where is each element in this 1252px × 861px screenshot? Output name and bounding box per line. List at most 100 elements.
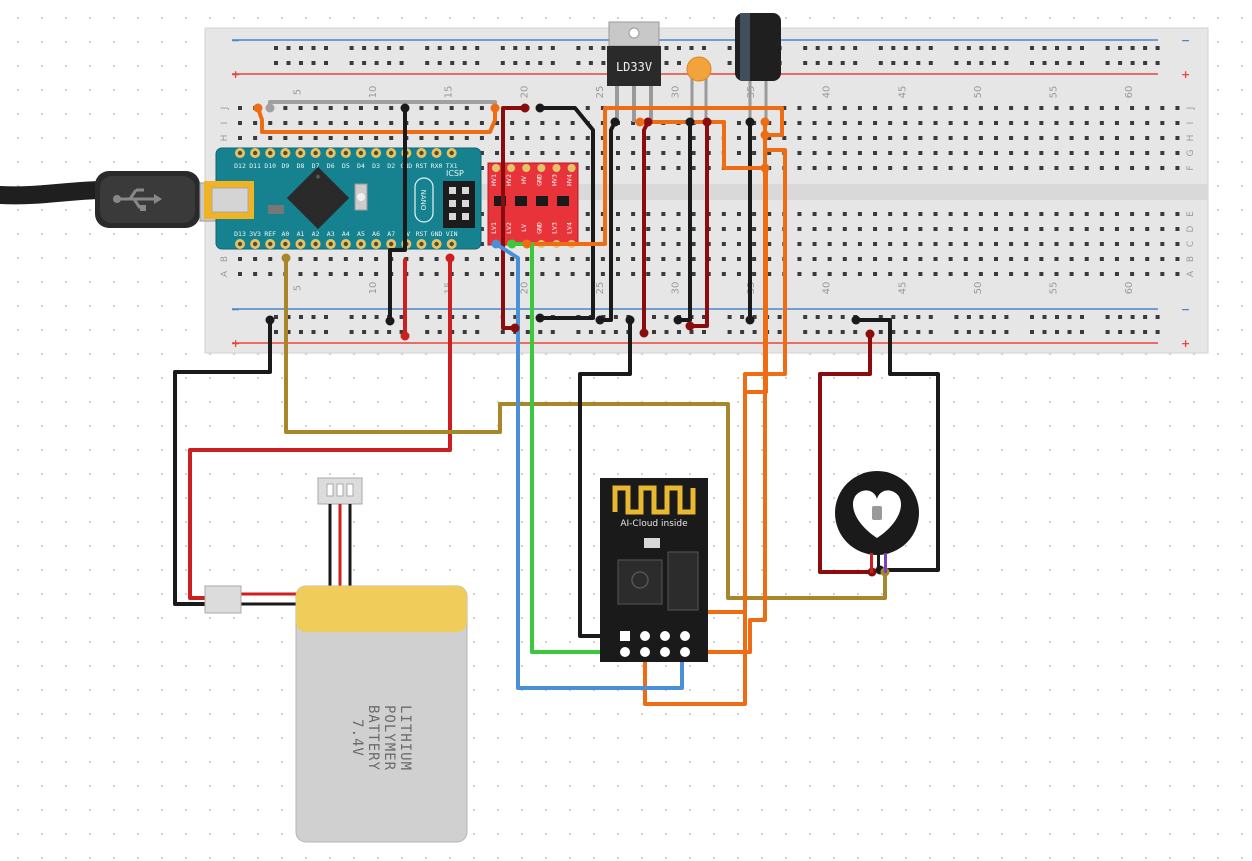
nano-pin-hole (252, 241, 258, 247)
rail-hole (979, 315, 984, 319)
breadboard-hole (933, 227, 938, 231)
breadboard-hole (978, 212, 983, 216)
nano-pin-hole (283, 241, 288, 247)
esp01-chip-logo (631, 571, 649, 589)
rail-hole (979, 330, 984, 334)
breadboard-hole (1054, 272, 1059, 276)
breadboard-hole (978, 242, 983, 246)
wire-darkred-hv (501, 106, 527, 330)
wire-end-dot (265, 103, 275, 113)
wire-end-dot (535, 313, 545, 323)
electrolytic-capacitor-stripe (740, 13, 750, 81)
rail-hole (1067, 315, 1072, 319)
breadboard-hole (782, 106, 787, 110)
rail-hole (525, 330, 530, 334)
wire-end-dot (745, 315, 755, 325)
breadboard-hole (827, 257, 832, 261)
breadboard-hole (1084, 212, 1089, 216)
breadboard-hole (857, 242, 862, 246)
rail-hole (1155, 61, 1160, 65)
wire-end-dot (685, 117, 695, 127)
breadboard-hole (238, 257, 242, 261)
breadboard-hole (661, 272, 666, 276)
wire-end-dot (673, 315, 683, 325)
wire-end-dot (400, 331, 410, 341)
breadboard-hole (525, 121, 530, 125)
breadboard-hole (253, 136, 258, 140)
breadboard-hole (676, 242, 681, 246)
breadboard-hole (343, 106, 348, 110)
row-letter: F (1186, 165, 1196, 170)
breadboard-hole (313, 106, 318, 110)
breadboard-hole (1130, 242, 1135, 246)
breadboard-hole (676, 212, 681, 216)
breadboard-hole (1160, 272, 1165, 276)
nano-top-pins (235, 148, 457, 158)
breadboard-hole (434, 106, 439, 110)
rail-hole (677, 330, 681, 334)
rail-hole (840, 61, 845, 65)
breadboard-hole (1130, 136, 1135, 140)
breadboard-hole (600, 227, 605, 231)
nano-pin-label: D10 (264, 162, 276, 170)
breadboard-hole (842, 212, 847, 216)
nano-pin-label: VIN (446, 230, 458, 238)
breadboard-hole (253, 257, 258, 261)
rail-hole (462, 46, 467, 50)
breadboard-hole (812, 272, 817, 276)
esp01-label: AI-Cloud inside (620, 519, 688, 529)
breadboard-hole (1160, 121, 1165, 125)
wire-end-dot (639, 328, 649, 338)
breadboard-hole (933, 106, 938, 110)
breadboard-hole (797, 257, 802, 261)
breadboard-hole (495, 257, 500, 261)
breadboard-hole (510, 121, 515, 125)
nano-pin-hole (328, 150, 333, 156)
breadboard-hole (918, 151, 923, 155)
ceramic-capacitor-body (686, 56, 712, 82)
breadboard-hole (1145, 151, 1150, 155)
breadboard-hole (631, 227, 636, 231)
wire-end-dot (702, 117, 712, 127)
breadboard-hole (691, 227, 696, 231)
breadboard-hole (797, 121, 802, 125)
rail-hole (1004, 61, 1009, 65)
breadboard-hole (585, 106, 590, 110)
rail-hole (425, 46, 430, 50)
breadboard-hole (721, 212, 726, 216)
breadboard-hole (661, 227, 666, 231)
nano-pin-label: A2 (312, 230, 320, 238)
breadboard-hole (994, 242, 998, 246)
breadboard-hole (358, 106, 363, 110)
nano-pin-label: D6 (327, 162, 335, 170)
breadboard-hole (1099, 272, 1104, 276)
esp01-crystal (644, 538, 660, 548)
breadboard-hole (540, 272, 545, 276)
breadboard-hole (661, 242, 666, 246)
breadboard-hole (736, 272, 741, 276)
nano-pin-hole (449, 241, 454, 247)
breadboard-hole (857, 227, 862, 231)
breadboard-hole (994, 136, 998, 140)
breadboard-hole (933, 272, 938, 276)
breadboard-hole (994, 272, 998, 276)
breadboard-hole (495, 121, 500, 125)
breadboard-hole (600, 136, 605, 140)
level-shifter-label: LV2 (505, 222, 513, 234)
rail-hole (878, 61, 883, 65)
breadboard-hole (1009, 212, 1014, 216)
rail-hole (601, 330, 606, 334)
level-shifter-pad (492, 164, 500, 172)
nano-pin-hole (313, 241, 318, 247)
breadboard-hole (1039, 212, 1044, 216)
nano-reset-button (357, 193, 365, 201)
breadboard-hole (374, 136, 379, 140)
rail-hole (299, 46, 303, 50)
breadboard-hole (948, 272, 953, 276)
breadboard-hole (842, 106, 847, 110)
breadboard-hole (827, 106, 832, 110)
rail-hole (550, 61, 555, 65)
breadboard-hole (1084, 136, 1089, 140)
level-shifter-label: LV4 (566, 222, 574, 234)
breadboard-hole (994, 121, 998, 125)
